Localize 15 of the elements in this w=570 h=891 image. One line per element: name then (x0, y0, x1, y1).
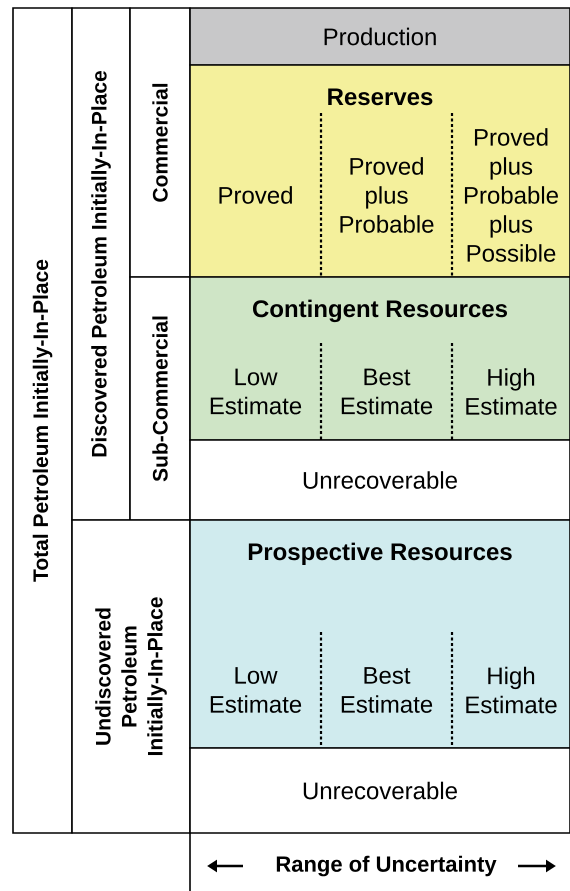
category-box: Total Petroleum Initially-In-Place (12, 7, 73, 834)
category-box: Production (189, 7, 570, 66)
class-text: High Estimate (466, 368, 557, 415)
uncertainty-label: Range of Uncertainty (276, 856, 496, 876)
class-text: Proved plus Probable plus Possible (464, 128, 558, 262)
class-text: Best Estimate (342, 368, 432, 414)
class-text: High Estimate (466, 666, 557, 714)
category-box: Commercial (129, 7, 191, 278)
class-text: Proved (219, 186, 292, 204)
category-box: Unrecoverable (189, 747, 570, 834)
class-text: Proved plus Probable (340, 157, 434, 233)
class-text: Low Estimate (210, 368, 302, 414)
category-box: Sub-Commercial (129, 276, 191, 521)
class-text: Best Estimate (342, 667, 432, 713)
class-text: Low Estimate (210, 667, 302, 713)
